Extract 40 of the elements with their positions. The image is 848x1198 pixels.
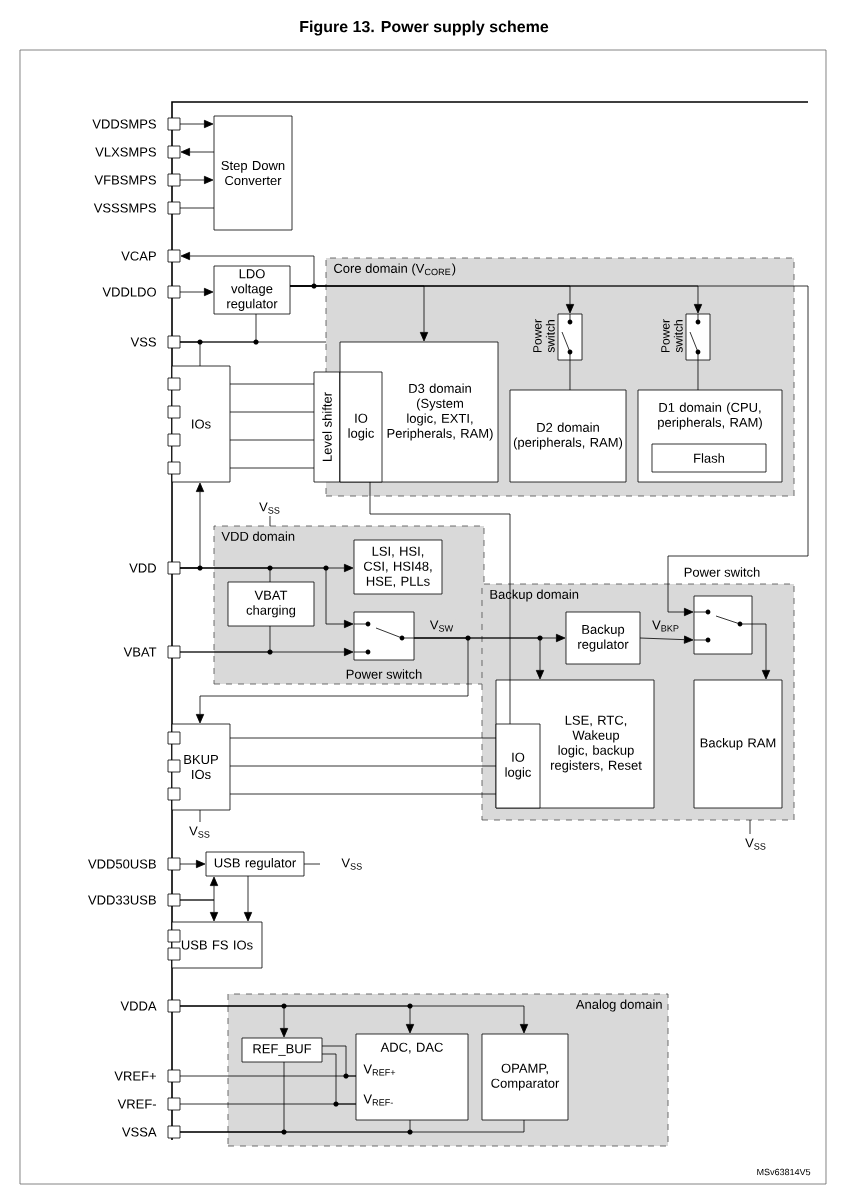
pin-square: [167, 787, 181, 801]
pin-square: [167, 461, 181, 475]
connector: [639, 635, 694, 644]
connector: [179, 567, 354, 629]
connector: [569, 359, 571, 391]
connector: [179, 1005, 529, 1034]
connector: [179, 859, 206, 869]
connector: [751, 623, 771, 680]
connector: [321, 1045, 357, 1077]
pin-square: [167, 405, 181, 419]
connector: [195, 637, 469, 724]
pin-square: [167, 731, 181, 745]
connector: [229, 467, 315, 469]
pin-square: [167, 759, 181, 773]
connector: [229, 383, 315, 385]
connector: [229, 737, 497, 739]
connector: [179, 287, 214, 297]
connector: [321, 1053, 357, 1105]
connector: [179, 899, 219, 922]
connector: [289, 285, 809, 617]
pin-square: [167, 377, 181, 391]
connector: [180, 251, 315, 287]
connector: [179, 341, 201, 367]
connector: [179, 1119, 525, 1133]
connector: [229, 411, 315, 413]
pin-square: [167, 947, 181, 961]
figure-title: Figure 13. Power supply scheme: [300, 20, 549, 36]
connector: [179, 207, 215, 209]
pin-square: [167, 929, 181, 943]
connector: [179, 175, 214, 185]
connector: [229, 793, 497, 795]
connector: [243, 875, 253, 922]
connector: [697, 359, 699, 391]
pin-square: [167, 433, 181, 447]
connector: [180, 147, 215, 157]
connector: [229, 439, 315, 441]
connector: [179, 625, 271, 653]
connector: [229, 765, 497, 767]
connector: [369, 481, 511, 725]
connector: [179, 119, 214, 129]
